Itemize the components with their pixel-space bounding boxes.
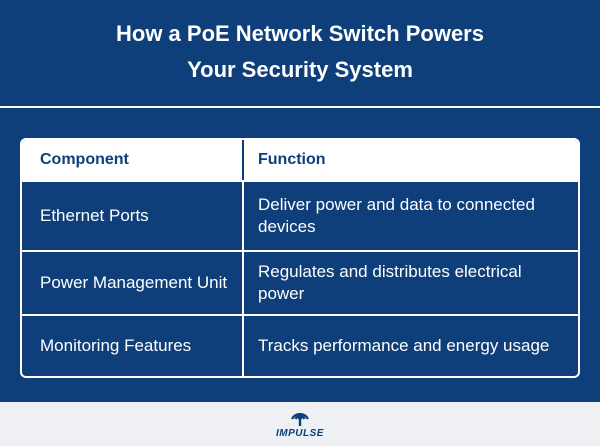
logo-text: IMPULSE [276,428,324,439]
component-table: Component Function Ethernet Ports Delive… [20,138,580,378]
table-row: Power Management Unit Regulates and dist… [22,250,578,314]
footer: IMPULSE [0,402,600,446]
table-row: Monitoring Features Tracks performance a… [22,314,578,376]
cell-component: Ethernet Ports [22,182,244,250]
signal-tower-icon [290,412,310,426]
cell-function: Deliver power and data to connected devi… [258,195,535,236]
cell-function: Tracks performance and energy usage [258,336,550,355]
cell-function: Regulates and distributes electrical pow… [258,262,522,303]
table-header-row: Component Function [22,140,578,180]
table-row: Ethernet Ports Deliver power and data to… [22,180,578,250]
page-title: How a PoE Network Switch Powers Your Sec… [0,16,600,88]
header-component: Component [22,140,244,180]
cell-component: Monitoring Features [22,316,244,376]
header-function: Function [258,151,326,168]
title-line-2: Your Security System [187,57,413,82]
title-divider [0,106,600,108]
impulse-logo: IMPULSE [270,407,330,443]
title-line-1: How a PoE Network Switch Powers [116,21,484,46]
cell-component: Power Management Unit [22,252,244,314]
